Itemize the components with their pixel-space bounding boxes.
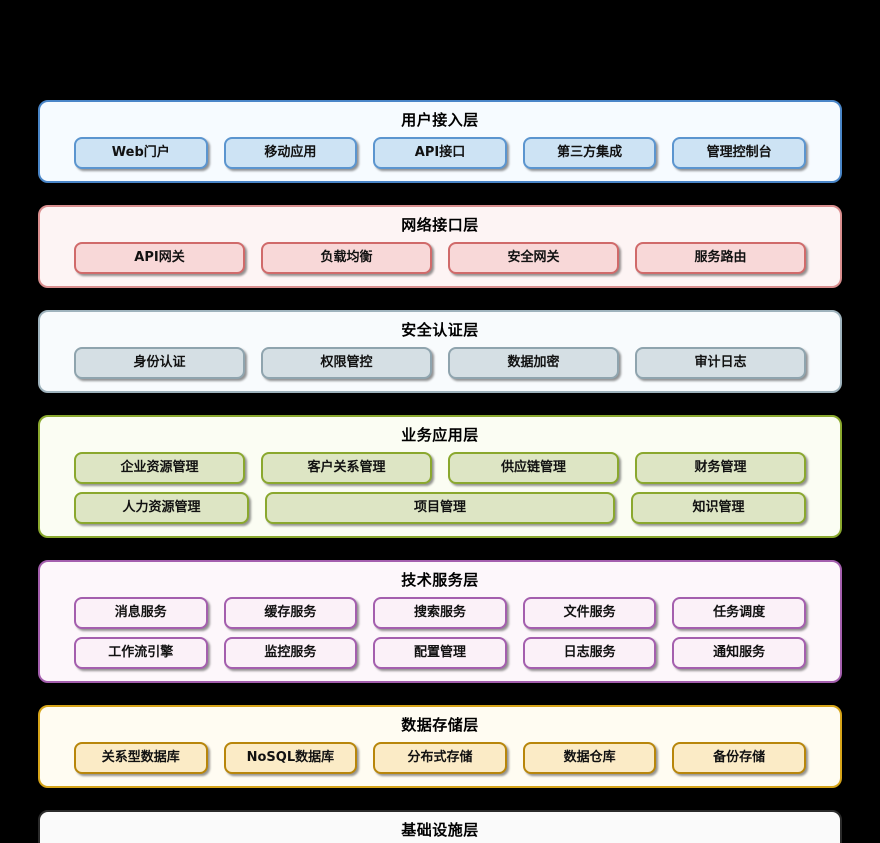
node-technical-service-0-2[interactable]: 搜索服务 — [373, 597, 507, 629]
node-cell: 身份认证 — [66, 347, 253, 379]
node-data-storage-0-3[interactable]: 数据仓库 — [522, 742, 657, 774]
node-business-application-0-0[interactable]: 企业资源管理 — [74, 452, 245, 484]
node-cell: 权限管控 — [253, 347, 440, 379]
node-cell: 企业资源管理 — [66, 452, 253, 484]
node-cell: 人力资源管理 — [66, 492, 257, 524]
node-security-auth-0-1[interactable]: 权限管控 — [261, 347, 432, 379]
node-network-interface-0-2[interactable]: 安全网关 — [448, 242, 619, 274]
node-cell: 日志服务 — [515, 637, 665, 669]
node-cell: 审计日志 — [627, 347, 814, 379]
node-security-auth-0-0[interactable]: 身份认证 — [74, 347, 245, 379]
node-cell: 负载均衡 — [253, 242, 440, 274]
node-cell: 项目管理 — [257, 492, 623, 524]
node-business-application-1-2[interactable]: 知识管理 — [631, 492, 806, 524]
node-cell: 备份存储 — [664, 742, 814, 774]
node-business-application-1-0[interactable]: 人力资源管理 — [74, 492, 249, 524]
node-security-auth-0-3[interactable]: 审计日志 — [635, 347, 806, 379]
node-cell: 知识管理 — [623, 492, 814, 524]
layer-technical-service: 技术服务层消息服务缓存服务搜索服务文件服务任务调度工作流引擎监控服务配置管理日志… — [38, 560, 842, 683]
node-business-application-0-2[interactable]: 供应链管理 — [448, 452, 619, 484]
node-data-storage-0-1[interactable]: NoSQL数据库 — [223, 742, 358, 774]
node-cell: 服务路由 — [627, 242, 814, 274]
node-cell: 数据仓库 — [515, 742, 665, 774]
node-network-interface-0-1[interactable]: 负载均衡 — [261, 242, 432, 274]
layer-user-access: 用户接入层 Web门户移动应用 API接口第三方集成管理控制台 — [38, 100, 842, 183]
node-network-interface-0-3[interactable]: 服务路由 — [635, 242, 806, 274]
node-cell: 供应链管理 — [440, 452, 627, 484]
layer-row: API网关负载均衡安全网关服务路由 — [66, 242, 814, 274]
node-technical-service-0-0[interactable]: 消息服务 — [74, 597, 208, 629]
layer-network-interface: 网络接口层 API网关负载均衡安全网关服务路由 — [38, 205, 842, 288]
layer-row: 关系型数据库 NoSQL数据库分布式存储数据仓库备份存储 — [66, 742, 814, 774]
node-cell: 移动应用 — [216, 137, 366, 169]
node-cell: 监控服务 — [216, 637, 366, 669]
node-user-access-0-1[interactable]: 移动应用 — [223, 137, 358, 169]
layer-title-data-storage: 数据存储层 — [401, 716, 479, 734]
layer-row: 企业资源管理客户关系管理供应链管理财务管理 — [66, 452, 814, 484]
node-security-auth-0-2[interactable]: 数据加密 — [448, 347, 619, 379]
node-user-access-0-3[interactable]: 第三方集成 — [522, 137, 657, 169]
node-cell: 工作流引擎 — [66, 637, 216, 669]
node-cell: API网关 — [66, 242, 253, 274]
layer-data-storage: 数据存储层关系型数据库 NoSQL数据库分布式存储数据仓库备份存储 — [38, 705, 842, 788]
layer-title-user-access: 用户接入层 — [401, 111, 479, 129]
node-technical-service-0-4[interactable]: 任务调度 — [672, 597, 806, 629]
layer-row: Web门户移动应用 API接口第三方集成管理控制台 — [66, 137, 814, 169]
node-user-access-0-4[interactable]: 管理控制台 — [672, 137, 806, 169]
layer-business-application: 业务应用层企业资源管理客户关系管理供应链管理财务管理人力资源管理项目管理知识管理 — [38, 415, 842, 538]
node-cell: 管理控制台 — [664, 137, 814, 169]
node-data-storage-0-2[interactable]: 分布式存储 — [373, 742, 507, 774]
node-cell: 数据加密 — [440, 347, 627, 379]
node-technical-service-1-3[interactable]: 日志服务 — [522, 637, 657, 669]
node-user-access-0-0[interactable]: Web门户 — [74, 137, 208, 169]
node-data-storage-0-4[interactable]: 备份存储 — [672, 742, 806, 774]
layer-title-network-interface: 网络接口层 — [401, 216, 479, 234]
node-cell: 文件服务 — [515, 597, 665, 629]
node-cell: Web门户 — [66, 137, 216, 169]
layer-row: 身份认证权限管控数据加密审计日志 — [66, 347, 814, 379]
node-cell: 缓存服务 — [216, 597, 366, 629]
node-user-access-0-2[interactable]: API接口 — [373, 137, 507, 169]
node-technical-service-1-2[interactable]: 配置管理 — [373, 637, 507, 669]
node-cell: 关系型数据库 — [66, 742, 216, 774]
layer-title-business-application: 业务应用层 — [401, 426, 479, 444]
node-technical-service-0-3[interactable]: 文件服务 — [522, 597, 657, 629]
node-cell: 财务管理 — [627, 452, 814, 484]
layer-security-auth: 安全认证层身份认证权限管控数据加密审计日志 — [38, 310, 842, 393]
node-cell: 任务调度 — [664, 597, 814, 629]
node-cell: NoSQL数据库 — [216, 742, 366, 774]
node-cell: 搜索服务 — [365, 597, 515, 629]
node-network-interface-0-0[interactable]: API网关 — [74, 242, 245, 274]
node-cell: 客户关系管理 — [253, 452, 440, 484]
layer-row: 消息服务缓存服务搜索服务文件服务任务调度 — [66, 597, 814, 629]
node-technical-service-1-0[interactable]: 工作流引擎 — [74, 637, 208, 669]
layer-title-infrastructure: 基础设施层 — [401, 821, 479, 839]
node-business-application-1-1[interactable]: 项目管理 — [265, 492, 615, 524]
node-cell: 通知服务 — [664, 637, 814, 669]
layer-row: 工作流引擎监控服务配置管理日志服务通知服务 — [66, 637, 814, 669]
layer-title-technical-service: 技术服务层 — [401, 571, 479, 589]
node-cell: 配置管理 — [365, 637, 515, 669]
node-cell: API接口 — [365, 137, 515, 169]
node-technical-service-1-4[interactable]: 通知服务 — [672, 637, 806, 669]
node-technical-service-1-1[interactable]: 监控服务 — [223, 637, 358, 669]
node-data-storage-0-0[interactable]: 关系型数据库 — [74, 742, 208, 774]
layer-row: 人力资源管理项目管理知识管理 — [66, 492, 814, 524]
node-business-application-0-1[interactable]: 客户关系管理 — [261, 452, 432, 484]
node-cell: 安全网关 — [440, 242, 627, 274]
node-cell: 第三方集成 — [515, 137, 665, 169]
layer-infrastructure: 基础设施层容器编排平台云计算平台网络与安全运维监控 — [38, 810, 842, 843]
node-business-application-0-3[interactable]: 财务管理 — [635, 452, 806, 484]
node-cell: 消息服务 — [66, 597, 216, 629]
node-cell: 分布式存储 — [365, 742, 515, 774]
layer-title-security-auth: 安全认证层 — [401, 321, 479, 339]
node-technical-service-0-1[interactable]: 缓存服务 — [223, 597, 358, 629]
